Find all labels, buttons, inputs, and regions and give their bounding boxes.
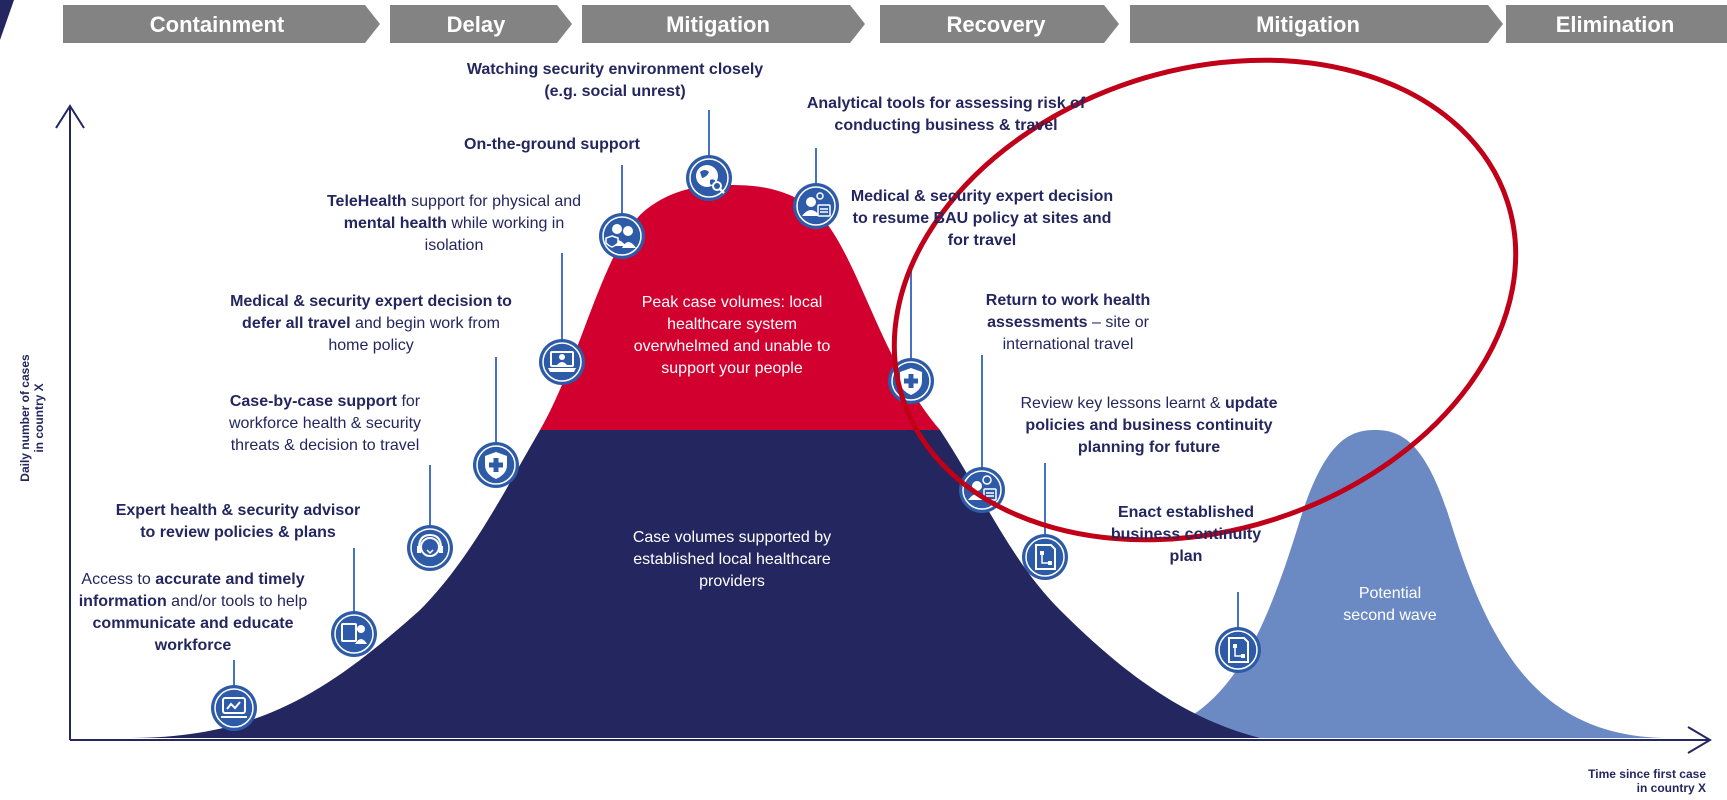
y-axis-arrow (55, 104, 85, 129)
phase-mitigation-2-label: Mitigation (1256, 12, 1360, 37)
continuity-plan-icon (1215, 627, 1261, 673)
continuity-plan-icon (1022, 534, 1068, 580)
analytics-monitor-icon (211, 685, 257, 731)
shield-cross-icon (473, 442, 519, 488)
x-axis-arrow (1687, 726, 1712, 754)
x-axis-label: Time since first case in country X (1500, 767, 1706, 795)
step-analytical-tools: Analytical tools for assessing risk of c… (800, 93, 1092, 137)
step-resume-bau: Medical & security expert decision to re… (848, 186, 1116, 252)
second-wave-line2: second wave (1343, 607, 1437, 624)
step-text-bold: Analytical tools for assessing risk of c… (806, 95, 1086, 134)
phase-chevron (390, 5, 572, 43)
second-wave-text: Potential second wave (1300, 583, 1480, 627)
phase-chevron (63, 5, 380, 43)
step-security-environment: Watching security environment closely (e… (460, 59, 770, 103)
step-text: support for physical and (406, 193, 582, 210)
step-text-bold: On-the-ground support (464, 136, 640, 153)
step-text-bold: Watching security environment closely (e… (466, 61, 764, 100)
phase-containment-label: Containment (150, 12, 285, 37)
step-text: Review key lessons learnt & (1020, 395, 1226, 412)
icon-medallions (211, 155, 1261, 731)
phase-elimination-label: Elimination (1556, 12, 1675, 37)
phase-chevron (880, 5, 1119, 43)
step-expert-advisor: Expert health & security advisor to revi… (108, 500, 368, 544)
support-people-icon (599, 213, 645, 259)
x-axis-label-line1: Time since first case (1588, 767, 1706, 781)
corner-accent (0, 0, 14, 40)
step-review-lessons: Review key lessons learnt & update polic… (1008, 393, 1290, 459)
telehealth-laptop-icon (539, 339, 585, 385)
step-return-to-work: Return to work health assessments – site… (964, 290, 1172, 356)
step-text-bold: Enact established business continuity pl… (1110, 504, 1262, 565)
advisor-headset-icon (407, 525, 453, 571)
established-cases-text: Case volumes supported by established lo… (632, 529, 832, 590)
step-text: and begin work from home policy (328, 315, 500, 354)
step-text-bold: TeleHealth (326, 193, 407, 210)
peak-cases-text: Peak case volumes: local healthcare syst… (633, 294, 831, 377)
step-defer-travel: Medical & security expert decision to de… (230, 291, 512, 357)
step-case-by-case: Case-by-case support for workforce healt… (214, 391, 436, 457)
step-text: while working in isolation (424, 215, 565, 254)
globe-search-icon (686, 155, 732, 201)
communication-person-icon (331, 611, 377, 657)
step-text-bold: accurate and timely information (78, 571, 305, 610)
step-text-bold: Medical & security expert decision to de… (230, 293, 512, 332)
step-text-bold: Expert health & security advisor to revi… (115, 502, 361, 541)
phase-banner: Containment Delay Mitigation Recovery Mi… (63, 5, 1727, 43)
analytics-person-icon (793, 183, 839, 229)
step-text-bold: mental health (343, 215, 447, 232)
y-axis-label-line1: Daily number of cases (18, 354, 32, 482)
step-text-bold: Medical & security expert decision to re… (850, 188, 1114, 249)
chart-axes (55, 104, 1712, 754)
step-text: – site or international travel (1002, 314, 1149, 353)
step-enact-continuity: Enact established business continuity pl… (1110, 502, 1262, 568)
step-telehealth: TeleHealth support for physical and ment… (322, 191, 586, 257)
phase-chevron (1130, 5, 1503, 43)
step-on-the-ground: On-the-ground support (452, 134, 652, 156)
phase-mitigation-label: Mitigation (666, 12, 770, 37)
step-text: for workforce health & security threats … (228, 393, 422, 454)
step-text-bold: communicate and educate workforce (92, 615, 294, 654)
phase-chevron (1506, 5, 1727, 43)
step-text-bold: update policies and business continuity … (1025, 395, 1278, 456)
phase-chevron (582, 5, 865, 43)
step-access-info: Access to accurate and timely informatio… (68, 569, 318, 657)
step-text: and/or tools to help (166, 593, 308, 610)
step-text-bold: Return to work health assessments (985, 292, 1151, 331)
step-text: Access to (81, 571, 156, 588)
step-text-bold: Case-by-case support (229, 393, 398, 410)
second-wave-line1: Potential (1358, 585, 1422, 602)
phase-delay-label: Delay (447, 12, 506, 37)
recovery-highlight-ellipse (891, 57, 1519, 543)
y-axis-label-line2: in country X (32, 383, 46, 453)
y-axis-label: Daily number of cases in country X (18, 318, 46, 518)
x-axis-label-line2: in country X (1636, 781, 1706, 795)
phase-recovery-label: Recovery (946, 12, 1046, 37)
